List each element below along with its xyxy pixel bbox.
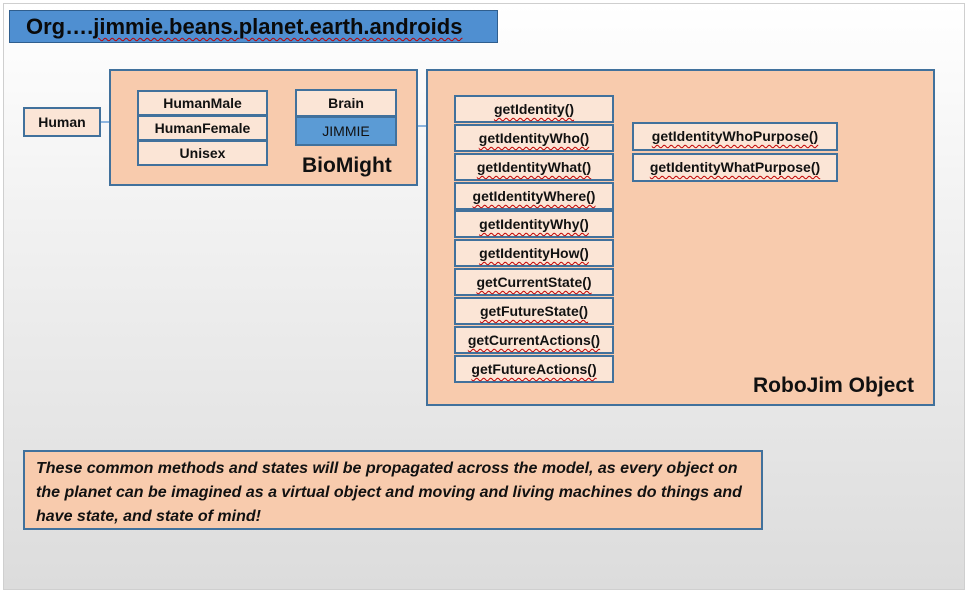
method-label: getIdentityWhoPurpose() bbox=[651, 128, 819, 144]
method-get-identity-what-purpose: getIdentityWhatPurpose() bbox=[632, 153, 838, 182]
gender-humanmale: HumanMale bbox=[137, 90, 268, 116]
method-label: getCurrentActions() bbox=[467, 332, 601, 348]
gender-label: HumanMale bbox=[163, 95, 242, 111]
title-prefix: Org…. bbox=[26, 14, 94, 39]
robojim-label: RoboJim Object bbox=[753, 374, 915, 397]
method-label: getIdentityWhat() bbox=[476, 159, 592, 175]
method-label: getIdentityWhatPurpose() bbox=[649, 159, 821, 175]
method-get-identity-what: getIdentityWhat() bbox=[454, 153, 614, 181]
jimmie-box: JIMMIE bbox=[295, 116, 397, 146]
method-get-identity-how: getIdentityHow() bbox=[454, 239, 614, 267]
method-get-identity-where: getIdentityWhere() bbox=[454, 182, 614, 210]
brain-label: Brain bbox=[328, 95, 364, 111]
gender-label: HumanFemale bbox=[154, 120, 251, 136]
human-box: Human bbox=[23, 107, 101, 137]
method-get-identity-who-purpose: getIdentityWhoPurpose() bbox=[632, 122, 838, 151]
propagation-note: These common methods and states will be … bbox=[23, 450, 763, 530]
method-get-identity: getIdentity() bbox=[454, 95, 614, 123]
jimmie-label: JIMMIE bbox=[322, 123, 370, 139]
gender-humanfemale: HumanFemale bbox=[137, 115, 268, 141]
method-label: getFutureState() bbox=[479, 303, 589, 319]
method-get-future-state: getFutureState() bbox=[454, 297, 614, 325]
method-get-identity-who: getIdentityWho() bbox=[454, 124, 614, 152]
method-label: getIdentityWhy() bbox=[479, 216, 589, 232]
method-label: getIdentityWhere() bbox=[472, 188, 596, 204]
method-get-current-actions: getCurrentActions() bbox=[454, 326, 614, 354]
note-text: These common methods and states will be … bbox=[36, 460, 742, 525]
biomight-label: BioMight bbox=[302, 154, 392, 177]
method-get-current-state: getCurrentState() bbox=[454, 268, 614, 296]
gender-unisex: Unisex bbox=[137, 140, 268, 166]
method-get-future-actions: getFutureActions() bbox=[454, 355, 614, 383]
method-label: getIdentity() bbox=[493, 101, 575, 117]
method-label: getIdentityWho() bbox=[478, 130, 590, 146]
method-label: getFutureActions() bbox=[471, 361, 597, 377]
title-package-name: jimmie.beans.planet.earth.androids bbox=[93, 14, 463, 39]
gender-label: Unisex bbox=[179, 145, 226, 161]
method-label: getCurrentState() bbox=[476, 274, 592, 290]
brain-box: Brain bbox=[295, 89, 397, 117]
method-label: getIdentityHow() bbox=[479, 245, 589, 261]
method-get-identity-why: getIdentityWhy() bbox=[454, 210, 614, 238]
human-label: Human bbox=[38, 114, 86, 130]
package-title: Org….jimmie.beans.planet.earth.androids bbox=[9, 10, 498, 43]
